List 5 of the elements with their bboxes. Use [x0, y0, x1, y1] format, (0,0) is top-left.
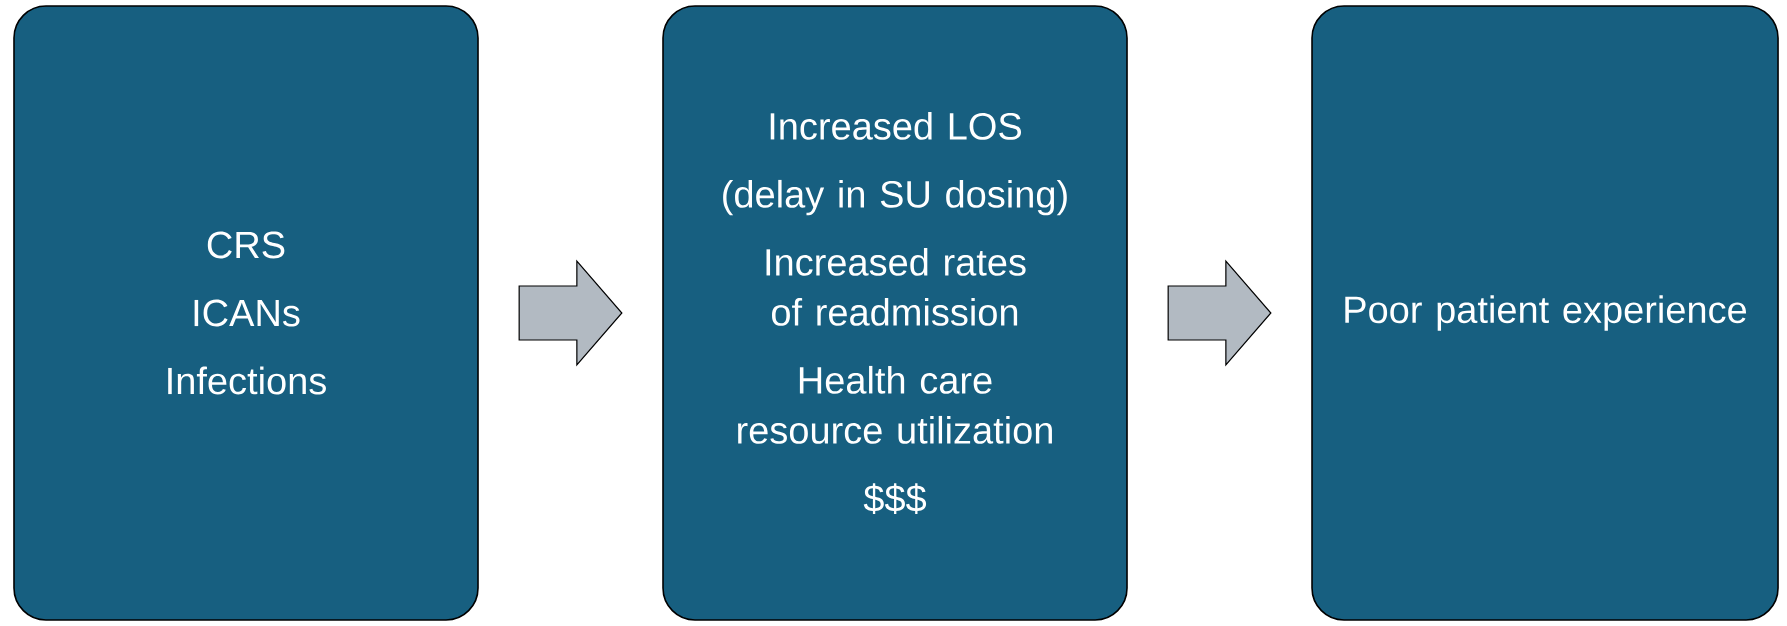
block-arrow	[1167, 259, 1272, 367]
process-box: CRS ICANs Infections	[13, 5, 479, 621]
process-box: Increased LOS (delay in SU dosing) Increased rates of readmission Health care resource utilization $$$	[662, 5, 1128, 621]
block-arrow	[518, 259, 623, 367]
process-box: Poor patient experience	[1311, 5, 1779, 621]
